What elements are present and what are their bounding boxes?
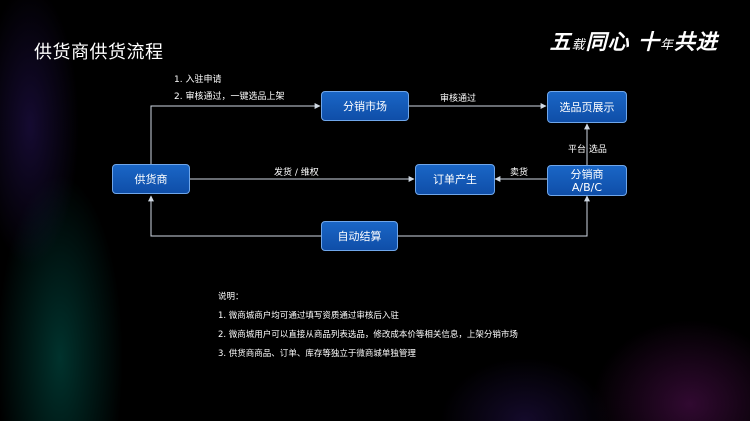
node-product-display: 选品页展示 bbox=[547, 91, 627, 123]
edge-label-sell: 卖货 bbox=[510, 168, 529, 178]
node-supplier: 供货商 bbox=[112, 164, 190, 194]
node-auto-settlement: 自动结算 bbox=[321, 221, 398, 251]
edge-settlement-to-distributor bbox=[398, 195, 590, 237]
edge-label-platform-select: 平台 选品 bbox=[568, 145, 607, 155]
notes-section: 说明： 1. 微商城商户均可通过填写资质通过审核后入驻 2. 微商城用户可以直接… bbox=[218, 290, 518, 366]
edge-label-review-passed: 审核通过 bbox=[440, 94, 477, 104]
edge-label-step1: 1. 入驻申请 bbox=[174, 75, 222, 85]
notes-item-3: 3. 供货商商品、订单、库存等独立于微商城单独管理 bbox=[218, 349, 416, 359]
logo: 五载同心 十年共进 bbox=[549, 29, 718, 54]
node-distribution-market: 分销市场 bbox=[321, 91, 409, 121]
node-distributor: 分销商 A/B/C bbox=[547, 165, 627, 196]
node-order-created: 订单产生 bbox=[415, 164, 495, 195]
edge-label-step2: 2. 审核通过，一键选品上架 bbox=[174, 92, 285, 102]
edge-settlement-to-supplier bbox=[148, 195, 321, 237]
page-title: 供货商供货流程 bbox=[34, 42, 164, 63]
edge-supplier-to-market bbox=[150, 103, 321, 164]
notes-heading: 说明： bbox=[218, 292, 244, 302]
edge-label-ship-rights: 发货 / 维权 bbox=[274, 168, 319, 178]
notes-item-2: 2. 微商城用户可以直接从商品列表选品，修改成本价等相关信息，上架分销市场 bbox=[218, 330, 518, 340]
notes-item-1: 1. 微商城商户均可通过填写资质通过审核后入驻 bbox=[218, 311, 399, 321]
